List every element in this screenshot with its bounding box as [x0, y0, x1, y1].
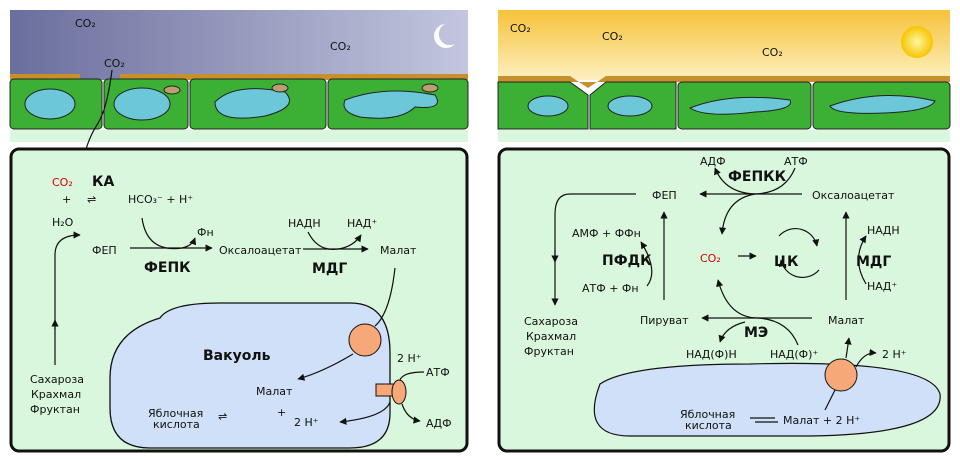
- day-sky: [498, 10, 950, 80]
- sky-co2: CO₂: [330, 40, 351, 53]
- equilibrium-icon: [750, 417, 778, 423]
- nad-label: НАД⁺: [867, 280, 897, 293]
- malate-label: Малат: [828, 314, 865, 327]
- fep-label: ФЕП: [652, 189, 677, 202]
- oxaloacetate-label: Оксалоацетат: [812, 189, 895, 202]
- malic-acid-label: кислота: [153, 418, 200, 431]
- nadp-label: НАД(Ф)⁺: [770, 348, 818, 361]
- proton-label: 2 H⁺: [882, 348, 907, 361]
- nad-label: НАД⁺: [347, 217, 377, 230]
- sugar-label: Фруктан: [524, 345, 574, 358]
- sugar-label: Сахароза: [30, 373, 84, 386]
- enzyme-fepk: ФЕПК: [144, 260, 191, 276]
- pump-2h-label: 2 H⁺: [397, 352, 422, 365]
- atp-pn-label: АТФ + Фн: [582, 282, 639, 295]
- oxaloacetate-label: Оксалоацетат: [219, 244, 302, 257]
- equilibrium-icon: ⇌: [87, 193, 96, 206]
- sun-icon: [901, 26, 933, 58]
- amp-label: АМФ + ФФн: [572, 227, 641, 240]
- sky-co2: CO₂: [762, 46, 783, 59]
- equilibrium-icon: ⇌: [218, 410, 227, 423]
- sky-co2: CO₂: [104, 57, 125, 70]
- malate-transporter: [824, 358, 858, 392]
- sugar-label: Крахмал: [31, 388, 81, 401]
- sky-co2: CO₂: [75, 17, 96, 30]
- vac-malate-label: Малат: [256, 385, 293, 398]
- vac-malate-label: Малат + 2 H⁺: [783, 414, 860, 427]
- malate-label: Малат: [380, 244, 417, 257]
- co2-label: CO₂: [52, 176, 73, 189]
- sky-co2: CO₂: [602, 30, 623, 43]
- sugar-label: Крахмал: [526, 330, 576, 343]
- leaf-cells: [9, 74, 469, 142]
- day-panel: CO₂ CO₂ CO₂ АДФ АТФ ФЕПКК ФЕП Оксалоацет…: [497, 10, 951, 453]
- leaf-cells: [497, 76, 951, 142]
- vacuole-label: Вакуоль: [203, 348, 271, 364]
- co2-label: CO₂: [700, 252, 721, 265]
- adp-label: АДФ: [700, 155, 726, 168]
- sugar-label: Фруктан: [30, 403, 80, 416]
- enzyme-fepkk: ФЕПКК: [728, 169, 787, 185]
- krebs-cycle-label: ЦК: [774, 254, 799, 270]
- nadh-label: НАДН: [867, 224, 900, 237]
- moon-icon: [434, 24, 455, 48]
- vac-2h-label: 2 H⁺: [294, 416, 319, 429]
- vac-plus: +: [277, 406, 286, 419]
- h2o-label: H₂O: [52, 216, 74, 229]
- enzyme-ka: КА: [92, 174, 114, 190]
- fep-label: ФЕП: [92, 244, 117, 257]
- enzyme-mdg: МДГ: [856, 254, 891, 270]
- enzyme-mdg: МДГ: [312, 261, 347, 277]
- plus: +: [62, 193, 71, 206]
- sky-co2: CO₂: [510, 22, 531, 35]
- malic-acid-label: Яблочная: [148, 407, 203, 420]
- sugar-label: Сахароза: [524, 315, 578, 328]
- malic-acid-label: кислота: [685, 419, 732, 432]
- nadph-label: НАД(Ф)Н: [686, 348, 737, 361]
- pyruvate-label: Пируват: [640, 314, 689, 327]
- bicarbonate-label: HCO₃⁻ + H⁺: [128, 193, 193, 206]
- enzyme-me: МЭ: [744, 325, 768, 341]
- night-panel: CO₂ CO₂ CO₂ CO₂ КА + ⇌ HCO₃⁻ + H⁺ H₂O ФЕ…: [9, 10, 469, 453]
- nadh-label: НАДН: [288, 217, 321, 230]
- night-sky: [10, 10, 468, 80]
- enzyme-pfdk: ПФДК: [602, 253, 652, 269]
- malic-acid-label: Яблочная: [680, 408, 735, 421]
- vacuole: [593, 362, 941, 437]
- atp-label: АТФ: [426, 366, 450, 379]
- pn-label: Фн: [197, 226, 214, 239]
- malate-transporter: [348, 323, 382, 357]
- proton-pump-head: [391, 379, 407, 405]
- vacuole: [109, 302, 391, 449]
- adp-label: АДФ: [426, 417, 452, 430]
- atp-label: АТФ: [784, 155, 808, 168]
